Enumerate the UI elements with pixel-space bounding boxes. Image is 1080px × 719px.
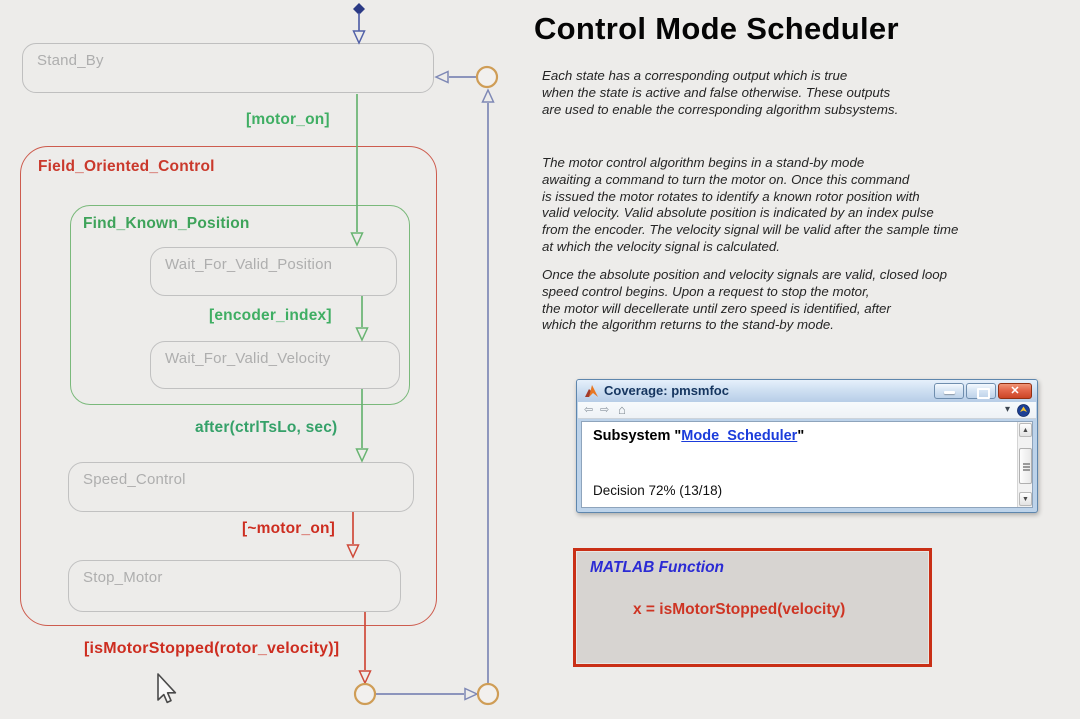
back-icon[interactable]: ⇦: [584, 404, 594, 416]
scroll-down-icon[interactable]: ▼: [1019, 492, 1032, 506]
state-label-stand-by: Stand_By: [37, 52, 104, 69]
loop-bottom-arrowhead: [464, 687, 479, 701]
page-title: Control Mode Scheduler: [534, 11, 899, 46]
state-wait-for-valid-velocity[interactable]: Wait_For_Valid_Velocity: [150, 341, 400, 389]
default-transition-dot[interactable]: [353, 3, 365, 15]
state-stand-by[interactable]: Stand_By: [22, 43, 434, 93]
coverage-report-content: Subsystem "Mode_Scheduler" Decision 72% …: [581, 421, 1033, 508]
transition-label-encoder-index[interactable]: [encoder_index]: [209, 307, 332, 324]
annotation-paragraph-2: The motor control algorithm begins in a …: [542, 155, 959, 254]
state-label-wait-for-valid-position: Wait_For_Valid_Position: [165, 256, 333, 273]
subsystem-heading: Subsystem "Mode_Scheduler": [593, 428, 804, 444]
coverage-titlebar[interactable]: Coverage: pmsmfoc ✕: [577, 380, 1037, 402]
dropdown-caret-icon[interactable]: ▾: [1004, 404, 1010, 415]
state-label-find-known-position: Find_Known_Position: [83, 215, 250, 232]
coverage-badge-icon[interactable]: [1017, 404, 1030, 417]
matlab-function-label: MATLAB Function: [590, 559, 725, 576]
state-stop-motor[interactable]: Stop_Motor: [68, 560, 401, 612]
matlab-function-code: x = isMotorStopped(velocity): [633, 601, 846, 618]
junction-top-right[interactable]: [475, 65, 499, 89]
subsystem-prefix: Subsystem ": [593, 428, 682, 444]
loop-top-arrowhead: [434, 70, 449, 84]
state-label-wait-for-valid-velocity: Wait_For_Valid_Velocity: [165, 350, 331, 367]
coverage-window-title: Coverage: pmsmfoc: [604, 383, 729, 398]
scrollbar[interactable]: ▲ ▼: [1017, 422, 1032, 507]
matlab-function-block[interactable]: MATLAB Function x = isMotorStopped(veloc…: [573, 548, 932, 667]
matlab-logo-icon: [585, 385, 598, 397]
maximize-button[interactable]: [966, 383, 996, 399]
state-label-stop-motor: Stop_Motor: [83, 569, 163, 586]
scroll-up-icon[interactable]: ▲: [1019, 423, 1032, 437]
scrollbar-thumb[interactable]: [1019, 448, 1032, 484]
forward-icon[interactable]: ⇨: [600, 404, 610, 416]
default-transition-arrowhead: [352, 30, 366, 45]
home-icon[interactable]: ⌂: [618, 402, 626, 417]
decision-coverage-value: Decision 72% (13/18): [593, 483, 723, 498]
annotation-paragraph-1: Each state has a corresponding output wh…: [542, 68, 899, 117]
transition-label-is-motor-stopped[interactable]: [isMotorStopped(rotor_velocity)]: [84, 640, 340, 657]
window-controls: ✕: [934, 383, 1032, 399]
close-button[interactable]: ✕: [998, 383, 1032, 399]
subsystem-suffix: ": [797, 428, 805, 444]
junction-bottom-right[interactable]: [476, 682, 500, 706]
transition-label-after-sample-time[interactable]: after(ctrlTsLo, sec): [195, 419, 338, 436]
state-find-known-position[interactable]: Find_Known_Position: [70, 205, 410, 405]
coverage-toolbar: ⇦ ⇨ ⌂ ▾: [578, 402, 1036, 419]
coverage-window: Coverage: pmsmfoc ✕ ⇦ ⇨ ⌂ ▾ Subsystem "M…: [576, 379, 1038, 513]
mode-scheduler-link[interactable]: Mode_Scheduler: [681, 428, 798, 444]
transition-label-not-motor-on[interactable]: [~motor_on]: [242, 520, 336, 537]
junction-bottom-left[interactable]: [353, 682, 377, 706]
minimize-button[interactable]: [934, 383, 964, 399]
annotation-paragraph-3: Once the absolute position and velocity …: [542, 267, 948, 333]
transition-is-motor-stopped-arrowhead: [358, 670, 372, 685]
state-field-oriented-control[interactable]: Field_Oriented_Control: [20, 146, 437, 626]
state-speed-control[interactable]: Speed_Control: [68, 462, 414, 512]
loop-right-arrowhead: [481, 88, 495, 103]
state-label-field-oriented-control: Field_Oriented_Control: [38, 158, 215, 175]
state-label-speed-control: Speed_Control: [83, 471, 186, 488]
mouse-cursor-icon: [157, 673, 177, 704]
transition-label-motor-on[interactable]: [motor_on]: [246, 111, 330, 128]
state-wait-for-valid-position[interactable]: Wait_For_Valid_Position: [150, 247, 397, 296]
